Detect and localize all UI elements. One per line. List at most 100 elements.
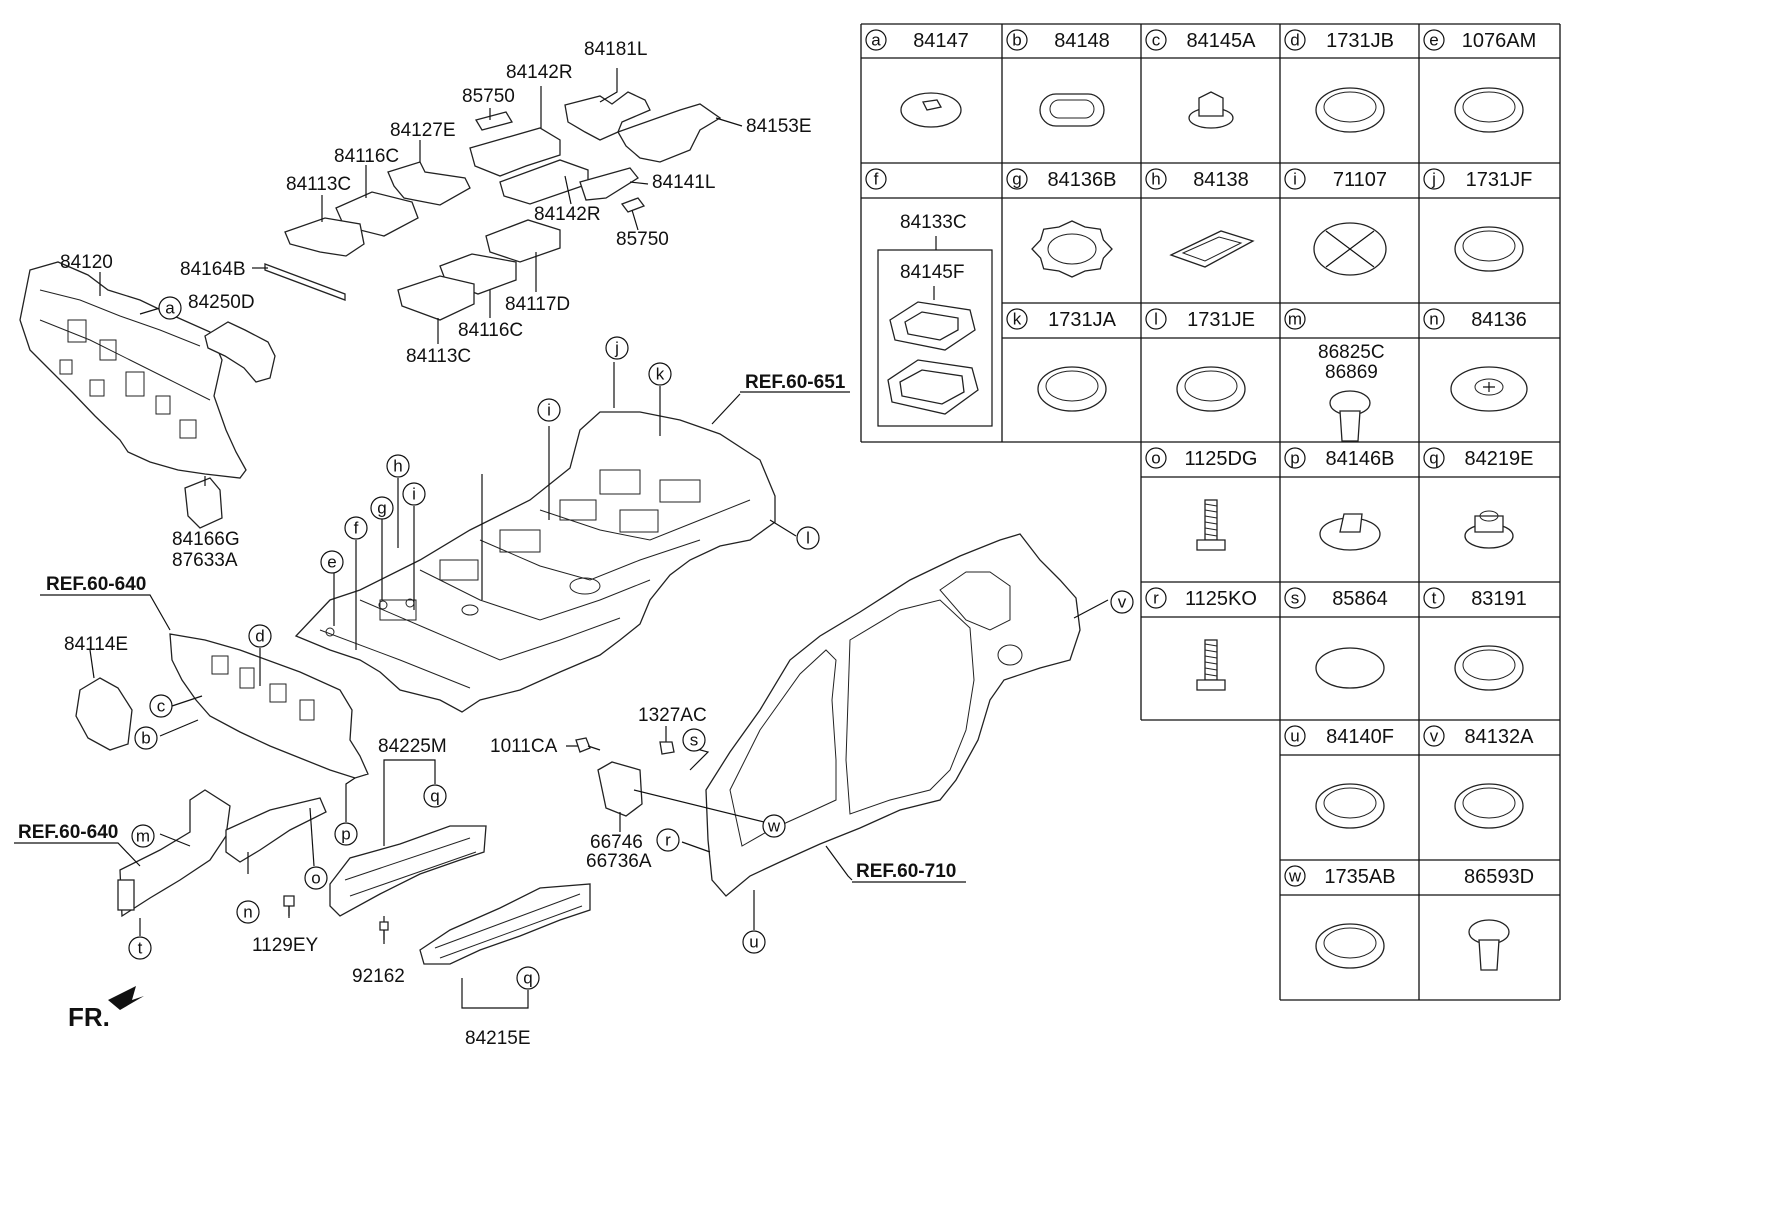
svg-text:f: f	[354, 519, 359, 538]
floor-panel	[294, 411, 776, 713]
hex-nut-clip-icon	[1188, 91, 1234, 129]
legend-cell-d-1731JB: d 1731JB	[1284, 29, 1394, 133]
legend-cell-w-1735AB: w 1735AB	[1284, 865, 1396, 969]
legend-part-number: 84138	[1193, 169, 1249, 191]
flat-washer-icon	[900, 92, 962, 128]
front-side-member	[117, 789, 327, 918]
callout-b: b	[134, 726, 158, 750]
foam-seal-frame-icon	[887, 359, 979, 415]
label-66736A: 66736A	[586, 851, 652, 872]
callout-s: s	[682, 728, 706, 752]
callout-l: l	[796, 526, 820, 550]
label-84116C-top: 84116C	[334, 146, 399, 167]
callout-t: t	[128, 936, 152, 960]
svg-text:m: m	[136, 827, 150, 846]
pad-84113C-top	[284, 217, 365, 257]
svg-text:q: q	[430, 787, 439, 806]
round-plug-icon	[1454, 226, 1524, 272]
legend-cell-m: m	[1284, 308, 1371, 442]
svg-text:l: l	[806, 529, 810, 548]
label-1129EY: 1129EY	[252, 935, 319, 956]
legend-callout-a	[865, 29, 887, 51]
nut-1327AC-icon	[659, 741, 675, 755]
legend-letter: a	[871, 31, 881, 50]
callout-e: e	[320, 550, 344, 574]
label-92162: 92162	[352, 966, 405, 987]
svg-text:e: e	[327, 553, 336, 572]
callout-r: r	[656, 828, 680, 852]
legend-letter: g	[1012, 170, 1021, 189]
label-84116C-bot: 84116C	[458, 320, 523, 341]
legend-letter: i	[1293, 170, 1297, 189]
legend-cell-e-1076AM: e 1076AM	[1423, 29, 1537, 133]
legend-letter: w	[1288, 867, 1302, 886]
svg-text:t: t	[138, 939, 143, 958]
round-plug-icon	[1454, 87, 1524, 133]
callout-w: w	[762, 814, 786, 838]
dash-panel-84120	[19, 261, 247, 479]
legend-letter: k	[1013, 310, 1022, 329]
legend-callout-r	[1145, 587, 1167, 609]
legend-callout-l	[1145, 308, 1167, 330]
legend-letter: l	[1154, 310, 1158, 329]
front-direction-arrow: FR.	[68, 986, 144, 1032]
label-84141L: 84141L	[652, 172, 715, 193]
legend-letter: r	[1153, 589, 1159, 608]
svg-text:p: p	[341, 825, 350, 844]
legend-letter: j	[1431, 170, 1436, 189]
round-plug-icon	[1315, 783, 1385, 829]
label-87633A: 87633A	[172, 550, 238, 571]
svg-text:b: b	[141, 729, 150, 748]
legend-part-number: 84148	[1054, 30, 1110, 52]
legend-part-number: 1731JA	[1048, 309, 1116, 331]
legend-callout-j	[1423, 168, 1445, 190]
label-84113C-bot: 84113C	[406, 346, 471, 367]
star-grommet-icon	[1450, 366, 1528, 412]
f-inner-part: 84145F	[900, 262, 964, 283]
callout-k: k	[648, 362, 672, 386]
legend-part-number: 84136B	[1048, 169, 1117, 191]
round-plug-icon	[1454, 783, 1524, 829]
oval-plug-icon	[1039, 93, 1105, 127]
label-84181L: 84181L	[584, 39, 647, 60]
callout-g: g	[370, 496, 394, 520]
legend-letter: c	[1152, 31, 1161, 50]
label-84166G: 84166G	[172, 529, 240, 550]
legend-letter: n	[1429, 310, 1438, 329]
under-cover-84225M	[329, 825, 487, 917]
svg-text:k: k	[656, 365, 665, 384]
pad-84153E	[617, 103, 722, 163]
svg-text:j: j	[614, 339, 619, 358]
label-1011CA: 1011CA	[490, 736, 558, 757]
legend-callout-d	[1284, 29, 1306, 51]
pad-84127E	[387, 161, 471, 206]
callout-n: n	[236, 900, 260, 924]
round-plug-icon	[1454, 645, 1524, 691]
bolt-icon	[1196, 639, 1226, 691]
oval-pad-icon	[1315, 647, 1385, 689]
legend-letter: e	[1429, 31, 1438, 50]
round-plug-icon	[1176, 366, 1246, 412]
legend-part-number: 1735AB	[1324, 866, 1395, 888]
callout-u: u	[742, 930, 766, 954]
svg-text:q: q	[523, 969, 532, 988]
rectangular-frame-icon	[1169, 230, 1255, 268]
callout-o: o	[304, 866, 328, 890]
legend-callout-w	[1284, 865, 1306, 887]
legend-letter: d	[1290, 31, 1299, 50]
legend-callout-k	[1006, 308, 1028, 330]
legend-part-number: 84140F	[1326, 726, 1394, 748]
bracket-84114E	[75, 677, 133, 751]
legend-callout-q	[1423, 447, 1445, 469]
legend-callout-g	[1006, 168, 1028, 190]
legend-part-number: 1731JB	[1326, 30, 1394, 52]
toothed-ring-icon	[1031, 220, 1113, 278]
legend-part-number: 1076AM	[1462, 30, 1537, 52]
round-plug-icon	[1315, 923, 1385, 969]
label-84225M: 84225M	[378, 736, 447, 757]
legend-part-number: 84147	[913, 30, 969, 52]
